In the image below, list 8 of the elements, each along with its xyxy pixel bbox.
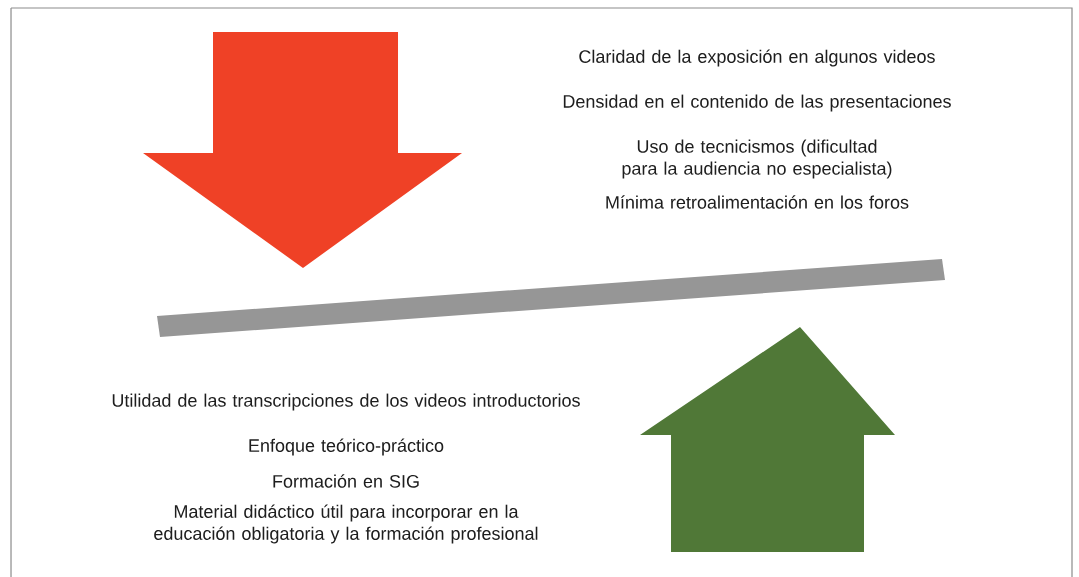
text-label: Enfoque teórico-práctico [249, 438, 444, 456]
text-label: Formación en SIG [273, 474, 419, 488]
text-label: Densidad en el contenido de las presentaciones [563, 94, 951, 112]
text-label: Material didáctico útil para incorporar en la educación obligatoria y la formación profesional [154, 504, 538, 544]
text-label: Claridad de la exposición en algunos videos [579, 49, 935, 67]
text-label: Uso de tecnicismos (dificultad para la audiencia no especialista) [622, 139, 892, 179]
text-label: Utilidad de las transcripciones de los videos introductorios [112, 393, 580, 411]
text-label: Mínima retroalimentación en los foros [606, 195, 909, 209]
